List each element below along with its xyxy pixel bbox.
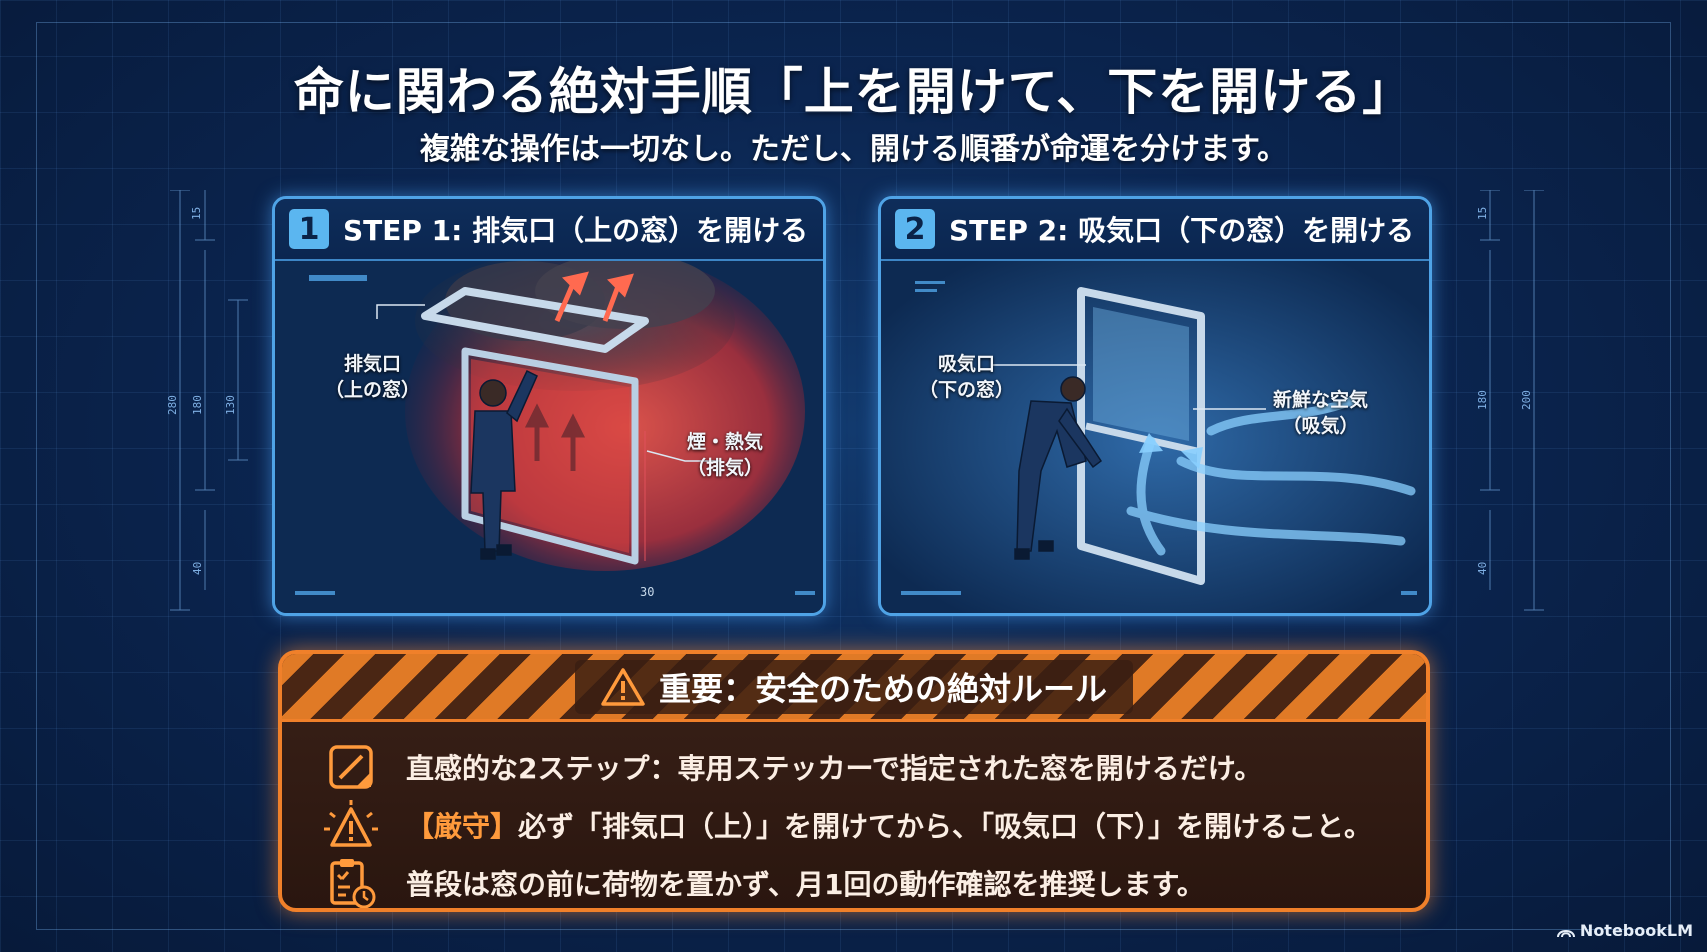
step-2-title: STEP 2: 吸気口（下の窓）を開ける bbox=[949, 214, 1415, 247]
rule-text-1: 直感的な2ステップ：専用ステッカーで指定された窓を開けるだけ。 bbox=[406, 752, 1263, 785]
rule-item: 普段は窓の前に荷物を置かず、月1回の動作確認を推奨します。 bbox=[322, 856, 1205, 908]
step-1-header: 1 STEP 1: 排気口（上の窓）を開ける bbox=[275, 199, 823, 261]
rule-item: 【厳守】必ず「排気口（上）」を開けてから、「吸気口（下）」を開けること。 bbox=[322, 798, 1372, 852]
brand-name: NotebookLM bbox=[1579, 921, 1693, 940]
step-1-title: STEP 1: 排気口（上の窓）を開ける bbox=[343, 214, 809, 247]
dim-label-left-3: 180 bbox=[191, 395, 204, 415]
dim-label-right-3: 200 bbox=[1520, 390, 1533, 410]
dim-label-left-1: 15 bbox=[190, 207, 203, 220]
dim-label-left-5: 40 bbox=[191, 562, 204, 575]
page-subtitle: 複雑な操作は一切なし。ただし、開ける順番が命運を分けます。 bbox=[420, 132, 1287, 167]
dimension-30-label: 30 bbox=[640, 585, 654, 599]
exhaust-window-scene: 30 bbox=[275, 261, 823, 613]
step-2-card: 2 STEP 2: 吸気口（下の窓）を開ける bbox=[878, 196, 1432, 616]
dim-label-right-1: 15 bbox=[1476, 207, 1489, 220]
safety-rules-panel: 重要：安全のための絶対ルール 直感的な2ステップ：専用ステッカーで指定された窓を… bbox=[278, 650, 1430, 912]
step-1-flow-callout: 煙・熱気 （排気） bbox=[687, 431, 764, 479]
rule-text-2: 必ず「排気口（上）」を開けてから、「吸気口（下）」を開けること。 bbox=[518, 810, 1373, 843]
step-2-illustration: 吸気口 （下の窓） 新鮮な空気 （吸気） bbox=[881, 261, 1429, 613]
step-2-number: 2 bbox=[895, 209, 935, 249]
rule-item: 直感的な2ステップ：専用ステッカーで指定された窓を開けるだけ。 bbox=[322, 740, 1262, 794]
dim-label-left-2: 280 bbox=[166, 395, 179, 415]
step-1-illustration: 30 排気口 （上の窓） 煙・熱気 （排気） bbox=[275, 261, 823, 613]
blueprint-frame bbox=[36, 22, 1671, 930]
checklist-clock-icon bbox=[322, 857, 380, 908]
step-1-number: 1 bbox=[289, 209, 329, 249]
step-1-card: 1 STEP 1: 排気口（上の窓）を開ける bbox=[272, 196, 826, 616]
left-dimension-lines: 15 280 180 130 40 bbox=[166, 190, 248, 611]
warning-burst-icon bbox=[322, 799, 380, 851]
right-dimension-lines: 15 180 200 40 bbox=[1476, 190, 1544, 611]
sticker-icon bbox=[322, 741, 380, 793]
dim-label-right-4: 40 bbox=[1476, 562, 1489, 575]
warning-triangle-icon bbox=[601, 667, 645, 706]
safety-rules-header: 重要：安全のための絶対ルール bbox=[282, 654, 1426, 722]
step-1-window-callout: 排気口 （上の窓） bbox=[325, 353, 421, 401]
page-title: 命に関わる絶対手順「上を開けて、下を開ける」 bbox=[293, 63, 1414, 121]
intake-window-scene bbox=[881, 261, 1429, 613]
notebooklm-logo-icon bbox=[1556, 929, 1575, 937]
step-2-flow-callout: 新鮮な空気 （吸気） bbox=[1273, 389, 1369, 437]
brand-watermark: NotebookLM bbox=[1556, 921, 1693, 940]
dim-label-right-2: 180 bbox=[1476, 390, 1489, 410]
step-2-header: 2 STEP 2: 吸気口（下の窓）を開ける bbox=[881, 199, 1429, 261]
dim-label-left-4: 130 bbox=[224, 395, 237, 415]
rule-highlight-strict: 【厳守】 bbox=[406, 810, 519, 843]
rule-text-3: 普段は窓の前に荷物を置かず、月1回の動作確認を推奨します。 bbox=[406, 868, 1205, 901]
safety-rules-title: 重要：安全のための絶対ルール bbox=[658, 669, 1107, 708]
step-2-window-callout: 吸気口 （下の窓） bbox=[919, 353, 1015, 401]
